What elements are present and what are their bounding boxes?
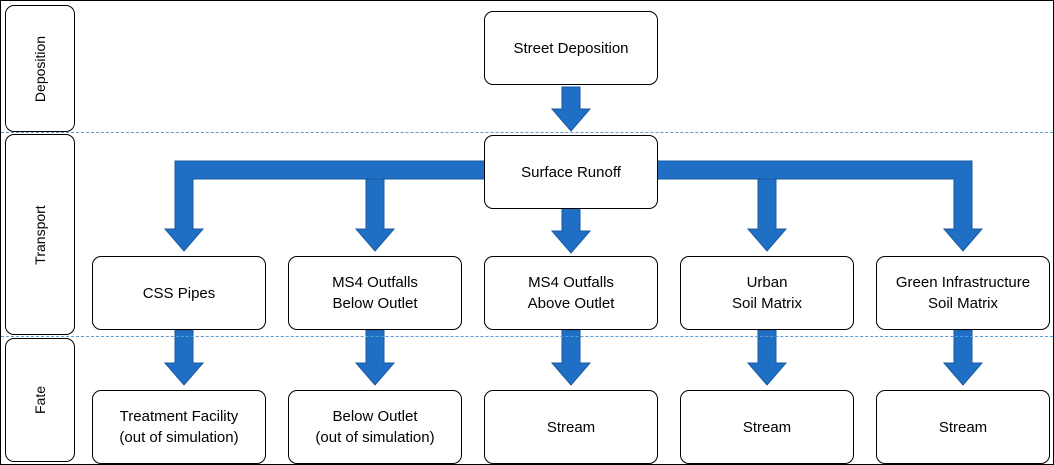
node-stream-1: Stream bbox=[484, 390, 658, 464]
node-text-line2: Soil Matrix bbox=[927, 295, 998, 312]
node-stream-2: Stream bbox=[680, 390, 854, 464]
lane-deposition: Deposition bbox=[5, 5, 75, 132]
node-css-pipes: CSS Pipes bbox=[92, 256, 266, 330]
arrow-deposition-to-runoff bbox=[550, 86, 592, 132]
node-ms4-below-outlet: MS4 Outfalls Below Outlet bbox=[288, 256, 462, 330]
node-treatment-facility: Treatment Facility (out of simulation) bbox=[92, 390, 266, 464]
arrow-runoff-to-ms4-above bbox=[550, 207, 592, 254]
node-text-line1: Below Outlet bbox=[332, 408, 418, 425]
node-text-line1: MS4 Outfalls bbox=[332, 274, 418, 291]
node-text-line2: Below Outlet bbox=[332, 295, 418, 312]
lane-label-deposition: Deposition bbox=[32, 35, 48, 102]
node-text-line1: Green Infrastructure bbox=[895, 274, 1031, 291]
node-text-line1: MS4 Outfalls bbox=[528, 274, 614, 291]
node-stream-3: Stream bbox=[876, 390, 1050, 464]
node-text-line1: Treatment Facility bbox=[119, 408, 239, 425]
arrow-css-to-treatment bbox=[163, 329, 205, 386]
arrow-green-infra-to-stream bbox=[942, 329, 984, 386]
node-below-outlet: Below Outlet (out of simulation) bbox=[288, 390, 462, 464]
lane-divider-deposition-transport bbox=[1, 132, 1053, 133]
node-text-line2: (out of simulation) bbox=[119, 429, 239, 446]
arrow-ms4-above-to-stream bbox=[550, 329, 592, 386]
node-urban-soil-matrix: Urban Soil Matrix bbox=[680, 256, 854, 330]
arrow-runoff-to-css-pipes bbox=[163, 160, 486, 252]
node-surface-runoff: Surface Runoff bbox=[484, 135, 658, 209]
node-text-line2: Soil Matrix bbox=[731, 295, 802, 312]
arrow-ms4-below-to-below-outlet bbox=[354, 329, 396, 386]
node-text-line2: Above Outlet bbox=[527, 295, 615, 312]
lane-label-fate: Fate bbox=[32, 385, 48, 415]
node-text: Stream bbox=[938, 418, 988, 436]
node-text-line1: Urban bbox=[746, 274, 788, 291]
node-text: Stream bbox=[546, 418, 596, 436]
node-ms4-above-outlet: MS4 Outfalls Above Outlet bbox=[484, 256, 658, 330]
node-text: Stream bbox=[742, 418, 792, 436]
node-text-line2: (out of simulation) bbox=[315, 429, 435, 446]
node-text: Street Deposition bbox=[513, 39, 629, 57]
node-text: CSS Pipes bbox=[142, 284, 216, 302]
arrow-runoff-to-urban-soil bbox=[746, 178, 788, 252]
lane-fate: Fate bbox=[5, 338, 75, 462]
arrow-runoff-to-ms4-below bbox=[354, 178, 396, 252]
lane-transport: Transport bbox=[5, 134, 75, 335]
arrow-urban-soil-to-stream bbox=[746, 329, 788, 386]
arrow-runoff-to-green-infra bbox=[656, 160, 984, 252]
node-street-deposition: Street Deposition bbox=[484, 11, 658, 85]
node-green-infrastructure: Green Infrastructure Soil Matrix bbox=[876, 256, 1050, 330]
lane-label-transport: Transport bbox=[32, 204, 48, 265]
node-text: Surface Runoff bbox=[521, 163, 621, 181]
lane-divider-transport-fate bbox=[1, 336, 1053, 337]
